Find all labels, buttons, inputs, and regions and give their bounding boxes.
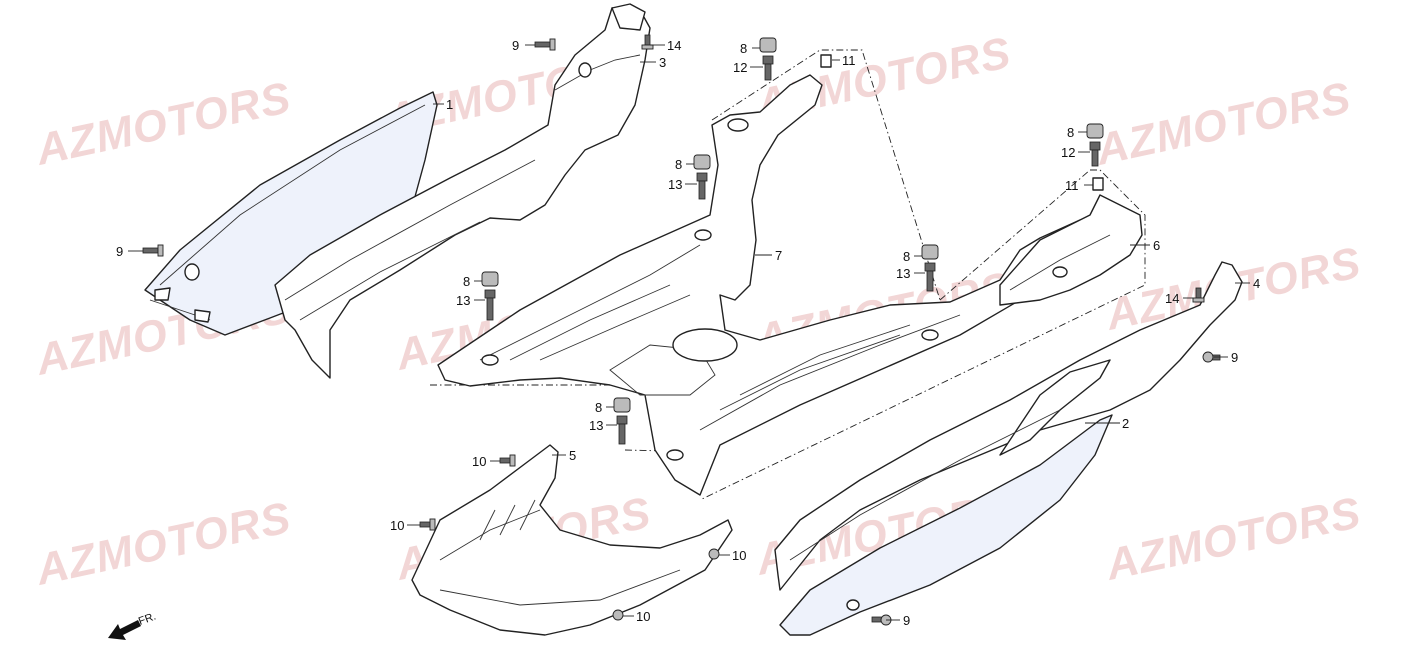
callout-12: 12 xyxy=(1061,145,1075,160)
part-6-right-inner-rail xyxy=(999,194,1143,306)
callout-13: 13 xyxy=(456,293,470,308)
callout-3: 3 xyxy=(659,55,666,70)
callout-12: 12 xyxy=(733,60,747,75)
screw-10-b xyxy=(419,518,436,531)
callout-5: 5 xyxy=(569,448,576,463)
arrow-down-left-icon xyxy=(108,620,141,640)
part-4-right-side-cover xyxy=(774,261,1243,591)
part-7-floor-board xyxy=(437,74,1101,496)
screw-9-top xyxy=(534,38,556,51)
callout-9: 9 xyxy=(116,244,123,259)
callout-11: 11 xyxy=(842,53,856,68)
watermark: AZMOTORS xyxy=(1091,73,1355,175)
part-3-inner-panel xyxy=(274,3,651,379)
screw-14-right xyxy=(1192,287,1205,303)
cap-bolt-set-a xyxy=(759,37,777,81)
callout-1: 1 xyxy=(446,97,453,112)
screw-9-right xyxy=(1202,351,1221,363)
clip-11-right xyxy=(1092,177,1104,191)
callout-9: 9 xyxy=(512,38,519,53)
callout-13: 13 xyxy=(896,266,910,281)
cap-bolt-set-b xyxy=(693,154,711,200)
watermark: AZMOTORS xyxy=(1101,488,1365,590)
screw-9-left xyxy=(142,244,164,257)
screw-10-c xyxy=(708,548,720,560)
callout-8: 8 xyxy=(903,249,910,264)
part-1-left-side-cover xyxy=(144,91,438,336)
callout-8: 8 xyxy=(1067,125,1074,140)
cap-bolt-set-d xyxy=(613,397,631,445)
callout-10: 10 xyxy=(390,518,404,533)
callout-labels: 1 2 3 4 5 6 7 8 8 8 8 8 8 9 9 9 9 10 10 … xyxy=(116,38,1260,628)
front-direction-indicator: FR. xyxy=(108,610,158,640)
callout-8: 8 xyxy=(675,157,682,172)
callout-6: 6 xyxy=(1153,238,1160,253)
callout-9: 9 xyxy=(1231,350,1238,365)
part-5-front-under-cover xyxy=(411,444,733,636)
callout-13: 13 xyxy=(589,418,603,433)
screw-10-d xyxy=(612,609,624,621)
callout-9: 9 xyxy=(903,613,910,628)
direction-label: FR. xyxy=(137,610,158,627)
callout-2: 2 xyxy=(1122,416,1129,431)
cap-bolt-set-f xyxy=(1086,123,1104,167)
part-2-right-lower-cover xyxy=(779,414,1113,636)
callout-7: 7 xyxy=(775,248,782,263)
watermark: AZMOTORS xyxy=(31,73,295,175)
fasteners xyxy=(142,34,1221,626)
callout-4: 4 xyxy=(1253,276,1260,291)
callout-8: 8 xyxy=(463,274,470,289)
callout-14: 14 xyxy=(1165,291,1179,306)
callout-14: 14 xyxy=(667,38,681,53)
callout-10: 10 xyxy=(472,454,486,469)
callout-11: 11 xyxy=(1065,178,1079,193)
callout-10: 10 xyxy=(636,609,650,624)
watermark: AZMOTORS xyxy=(31,493,295,595)
cap-bolt-set-e xyxy=(921,244,939,292)
screw-10-a xyxy=(499,454,516,467)
leader-lines xyxy=(128,44,1250,621)
callout-8: 8 xyxy=(595,400,602,415)
screw-14-top xyxy=(641,34,654,50)
callout-8: 8 xyxy=(740,41,747,56)
clip-11-top xyxy=(820,54,832,68)
callout-10: 10 xyxy=(732,548,746,563)
callout-13: 13 xyxy=(668,177,682,192)
cap-bolt-set-c xyxy=(481,271,499,321)
